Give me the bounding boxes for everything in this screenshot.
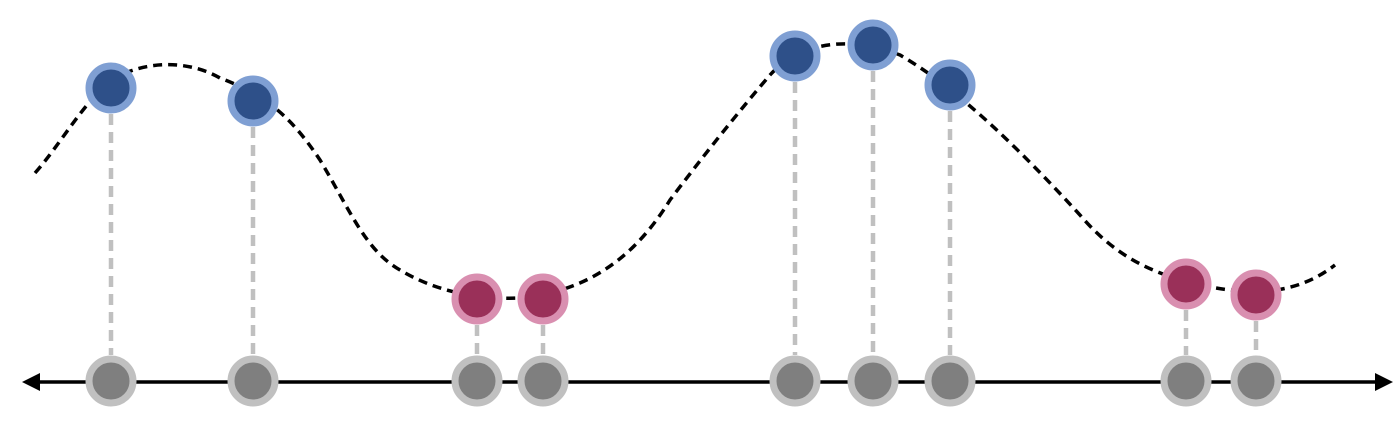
axis-point	[517, 355, 569, 407]
left-arrow-icon	[22, 373, 40, 391]
right-arrow-icon	[1375, 373, 1393, 391]
peak-point	[85, 62, 137, 114]
trough-point	[517, 273, 569, 325]
axis-point	[1230, 355, 1282, 407]
connector-lines	[108, 71, 1259, 355]
dashed-curve	[33, 42, 1337, 300]
axis-point	[847, 355, 899, 407]
axis-point	[1160, 355, 1212, 407]
curve-points	[85, 19, 1282, 325]
axis-point	[85, 355, 137, 407]
axis-points	[85, 355, 1282, 407]
axis-point	[769, 355, 821, 407]
peak-point	[769, 30, 821, 82]
peak-point	[227, 75, 279, 127]
axis-point	[227, 355, 279, 407]
trough-point	[1160, 258, 1212, 310]
peak-point	[847, 19, 899, 71]
trough-point	[451, 273, 503, 325]
trough-point	[1230, 269, 1282, 321]
axis-point	[451, 355, 503, 407]
axis-point	[924, 355, 976, 407]
peak-point	[924, 59, 976, 111]
